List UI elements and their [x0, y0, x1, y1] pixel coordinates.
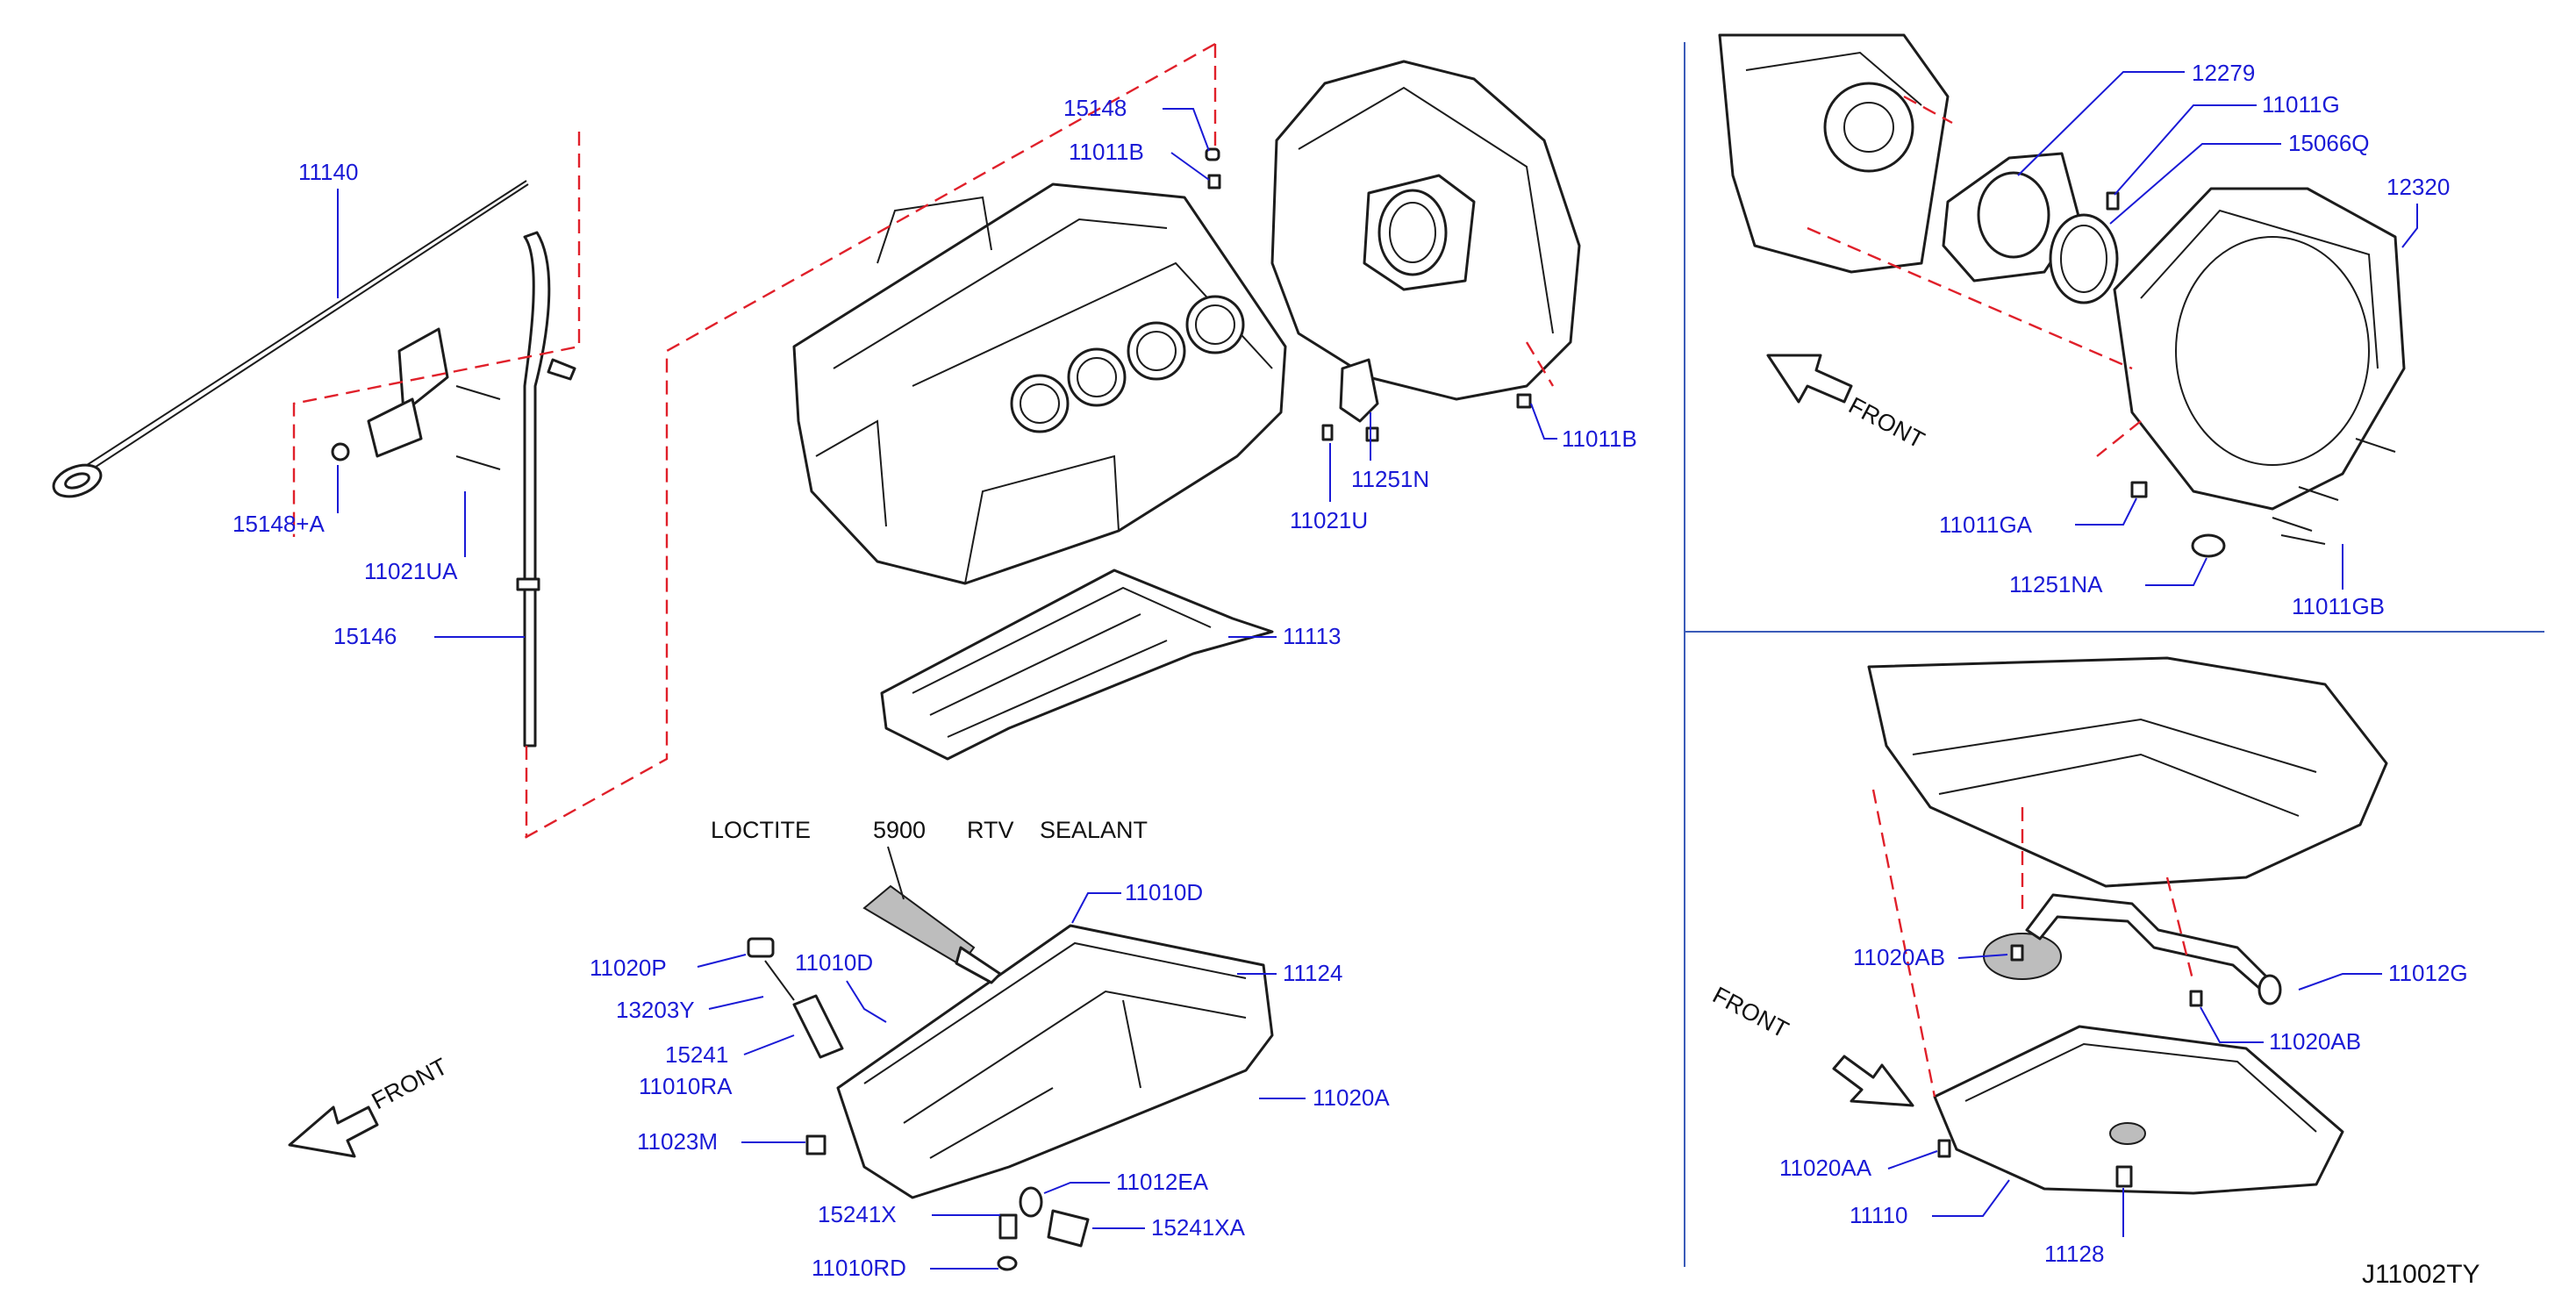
- bolts-11011gb: [2272, 438, 2396, 545]
- cylinder-block: [792, 182, 1287, 585]
- front-label-left: FRONT: [368, 1053, 452, 1114]
- label-11020aa: 11020AA: [1779, 1155, 1872, 1181]
- oil-seal-15066q: [2049, 213, 2119, 304]
- label-11011ga: 11011GA: [1939, 512, 2033, 538]
- label-11010d-top: 11010D: [1125, 879, 1203, 905]
- label-11124: 11124: [1283, 960, 1342, 986]
- label-11011b-top: 11011B: [1069, 139, 1144, 165]
- label-11010rd: 11010RD: [812, 1255, 906, 1281]
- front-label-bottom-right: FRONT: [1708, 982, 1792, 1043]
- front-arrow-icon-top-right: FRONT: [1766, 354, 1928, 454]
- label-15241x: 15241X: [818, 1201, 897, 1227]
- label-11110: 11110: [1850, 1202, 1908, 1228]
- drain-hardware: [747, 937, 1090, 1271]
- label-11128: 11128: [2044, 1241, 2104, 1267]
- baffle-plate: [880, 569, 1274, 761]
- label-11023m: 11023M: [637, 1128, 718, 1155]
- bolt-11011b-top: [1207, 174, 1221, 190]
- rear-housing-12320: [2113, 187, 2406, 511]
- label-15146: 15146: [333, 623, 397, 649]
- label-11020ab-top: 11020AB: [1853, 944, 1945, 970]
- label-12320: 12320: [2386, 174, 2450, 200]
- front-arrow-icon-bottom-right: FRONT: [1708, 982, 1914, 1107]
- bolt-11020aa: [1937, 1139, 1951, 1158]
- label-11251na: 11251NA: [2009, 571, 2103, 597]
- dipstick-guide-line: [292, 132, 581, 537]
- label-12279: 12279: [2192, 60, 2255, 86]
- front-label-top-right: FRONT: [1844, 392, 1928, 454]
- label-11020ab-bottom: 11020AB: [2269, 1028, 2361, 1055]
- bolt-11011g: [2106, 191, 2120, 211]
- label-11010ra: 11010RA: [639, 1073, 733, 1099]
- plug-11251na: [2191, 533, 2226, 558]
- label-15148: 15148: [1063, 95, 1127, 121]
- oil-strainer-11012g: [1983, 893, 2282, 1005]
- dipstick-assembly: [52, 180, 576, 748]
- label-11011b-right: 11011B: [1562, 426, 1637, 452]
- label-11012ea: 11012EA: [1116, 1169, 1209, 1195]
- sealant-word-4: SEALANT: [1040, 817, 1148, 843]
- top-right-guide-line: [1903, 95, 1953, 125]
- sealant-word-1: LOCTITE: [711, 817, 811, 843]
- diagram-code: J11002TY: [2362, 1260, 2480, 1289]
- sealant-leader: [887, 846, 905, 900]
- label-15241: 15241: [665, 1041, 728, 1068]
- bolt-11020ab-bottom: [2189, 990, 2203, 1007]
- pan-guide-line: [1871, 789, 1936, 1098]
- top-right-guide-line-3: [2096, 420, 2142, 457]
- label-11010d-mid: 11010D: [795, 949, 873, 976]
- lower-oil-pan-11110: [1933, 1025, 2344, 1195]
- label-11020p: 11020P: [590, 955, 667, 981]
- label-11021ua: 11021UA: [364, 558, 458, 584]
- housing-guide-line: [1525, 341, 1555, 387]
- engine-lower-view: [1867, 656, 2388, 888]
- sealant-word-2: 5900: [873, 817, 926, 843]
- label-13203y: 13203Y: [616, 997, 695, 1023]
- front-arrow-icon-left: FRONT: [288, 1053, 452, 1158]
- rear-engine-section: [1718, 33, 1950, 274]
- top-right-guide-line-2: [1807, 226, 2133, 370]
- washer-15148: [1205, 147, 1220, 161]
- bolt-11020ab-top: [2010, 944, 2024, 962]
- label-11251n: 11251N: [1351, 466, 1429, 492]
- label-15066q: 15066Q: [2288, 130, 2370, 156]
- drain-plug-11128: [2115, 1165, 2133, 1188]
- label-11021u: 11021U: [1290, 507, 1368, 533]
- label-11113: 11113: [1283, 623, 1342, 649]
- sealant-tube: [862, 884, 1002, 984]
- label-11011gb: 11011GB: [2292, 593, 2385, 619]
- upper-oil-pan: [836, 924, 1274, 1199]
- rear-plate-housing: [1270, 60, 1581, 442]
- pan-guide-line-3: [2165, 876, 2195, 984]
- label-15148-a: 15148+A: [233, 511, 325, 537]
- label-11140: 11140: [298, 159, 358, 185]
- label-11012g: 11012G: [2388, 960, 2468, 986]
- label-11020a: 11020A: [1313, 1084, 1390, 1111]
- label-11011g: 11011G: [2262, 91, 2340, 118]
- label-15241xa: 15241XA: [1151, 1214, 1246, 1241]
- sealant-word-3: RTV: [967, 817, 1014, 843]
- rear-seal-retainer-12279: [1942, 152, 2081, 283]
- bolt-11011ga: [2130, 481, 2148, 498]
- block-guide-line: [524, 42, 1216, 840]
